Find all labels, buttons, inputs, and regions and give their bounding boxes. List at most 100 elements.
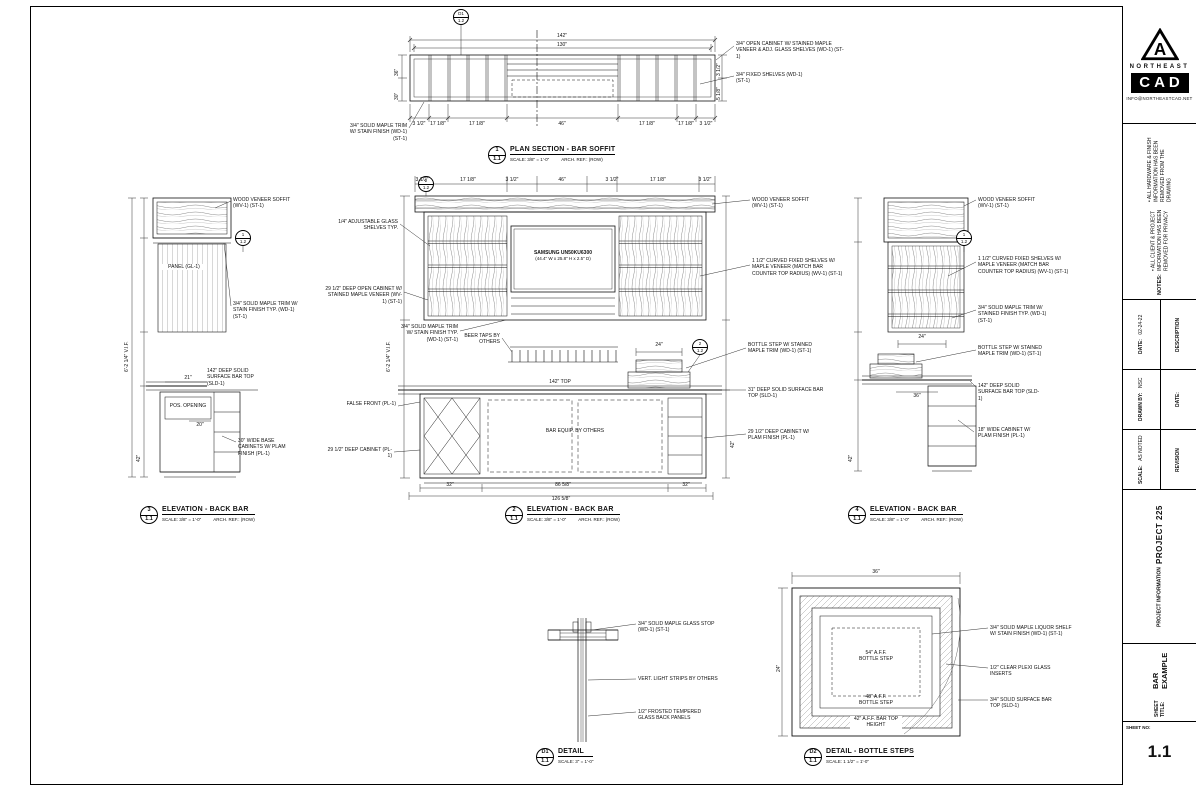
ce-dim-left-total: 6'-2 1/4" V.I.F. xyxy=(386,341,392,372)
ce-top-label: 142" TOP xyxy=(549,379,571,385)
le-ann-panel: PANEL (GL-1) xyxy=(162,264,206,271)
plan-dim-bottom-3: 17 1/8" xyxy=(469,121,485,127)
glass-detail-title-text: DETAIL xyxy=(558,748,594,757)
ce-ann-beer-taps: BEER TAPS BY OTHERS xyxy=(464,333,500,346)
bottle-steps-title-text: DETAIL - BOTTLE STEPS xyxy=(826,748,914,757)
bottle-steps-detail-linework xyxy=(778,572,989,737)
right-elevation-linework xyxy=(854,197,977,472)
right-elev-arch-ref: ARCH. REF.: (ROW) xyxy=(921,516,963,522)
dg-ann-light-strips: VERT. LIGHT STRIPS BY OTHERS xyxy=(638,676,718,682)
brand-wordmark: CAD xyxy=(1130,73,1189,93)
re-ann-soffit: WOOD VENEER SOFFIT (WV-1) (ST-1) xyxy=(978,197,1036,210)
plan-dim-bottom-1: 3 1/2" xyxy=(412,121,426,127)
ce-dim-top-4: 46" xyxy=(558,177,566,183)
ce-dim-bottom-126: 126 5/8" xyxy=(551,496,571,502)
ce-dim-bottom-32r: 32" xyxy=(682,482,690,488)
ce-dim-42: 42" xyxy=(730,440,736,448)
plan-dim-bottom-2: 17 1/8" xyxy=(430,121,446,127)
re-dim-24: 24" xyxy=(918,334,926,340)
sheet-no-value: 1.1 xyxy=(1147,742,1172,761)
left-elev-title-text: ELEVATION - BACK BAR xyxy=(162,506,255,515)
re-ann-maple-trim: 3/4" SOLID MAPLE TRIM W/ STAINED FINISH … xyxy=(978,305,1047,324)
tb-revision-cell: REVISION xyxy=(1159,430,1197,490)
ce-ann-open-cabinet: 29 1/2" DEEP OPEN CABINET W/ STAINED MAP… xyxy=(325,286,402,305)
dg-ann-frosted-glass: 1/2" FROSTED TEMPERED GLASS BACK PANELS xyxy=(638,709,702,722)
ce-ann-curved-shelves: 1 1/2" CURVED FIXED SHELVES W/ MAPLE VEN… xyxy=(752,258,843,277)
ds-label-42-aff: 42" A.F.F. BAR TOP HEIGHT xyxy=(850,716,902,729)
le-ann-soffit: WOOD VENEER SOFFIT (WV-1) (ST-1) xyxy=(233,197,291,210)
le-dim-total: 6'-2 1/4" V.I.F. xyxy=(124,341,130,372)
titleblock-notes: NOTES: • ALL CLIENT & PROJECT INFORMATIO… xyxy=(1123,124,1196,300)
note-privacy: • ALL CLIENT & PROJECT INFORMATION HAS B… xyxy=(1149,209,1169,272)
sheet-no-label: SHEET NO: xyxy=(1126,725,1151,730)
titleblock-logo: A NORTHEAST CAD INFO@NORTHEASTCAD.NET xyxy=(1123,6,1196,124)
plan-view-linework xyxy=(398,25,735,129)
le-dim-20: 20" xyxy=(196,422,204,428)
ce-dim-top-7: 3 1/2" xyxy=(698,177,712,183)
ds-ann-bar-top: 3/4" SOLID SURFACE BAR TOP (SLD-1) xyxy=(990,697,1052,710)
plan-dim-130: 130" xyxy=(556,42,568,48)
titleblock-project: PROJECT INFORMATION PROJECT 225 xyxy=(1123,490,1196,644)
sheet-title-label: SHEET TITLE: xyxy=(1153,700,1166,717)
plan-ann-open-cabinet: 3/4" OPEN CABINET W/ STAINED MAPLE VENEE… xyxy=(736,41,844,60)
plan-ann-maple-trim: 3/4" SOLID MAPLE TRIM W/ STAIN FINISH (W… xyxy=(349,123,407,142)
tb-date-cell: DATE: 02-24-22 xyxy=(1123,300,1160,370)
left-elev-arch-ref: ARCH. REF.: (ROW) xyxy=(213,516,255,522)
ce-ann-maple-trim: 3/4" SOLID MAPLE TRIM W/ STAIN FINISH TY… xyxy=(401,324,458,343)
brand-name: NORTHEAST xyxy=(1129,64,1190,70)
tb-drawn-by-cell: DRAWN BY: NSC xyxy=(1123,370,1160,430)
ds-label-54-aff: 54" A.F.F. BOTTLE STEP xyxy=(859,650,893,663)
center-elev-arch-ref: ARCH. REF.: (ROW) xyxy=(578,516,620,522)
ce-ann-glass-shelves: 1/4" ADJUSTABLE GLASS SHELVES TYP. xyxy=(338,219,398,232)
project-name: PROJECT 225 xyxy=(1155,505,1164,565)
project-info-label: PROJECT INFORMATION xyxy=(1156,567,1163,628)
svg-text:A: A xyxy=(1153,40,1165,59)
titleblock-sheet-title: SHEET TITLE: BAR EXAMPLE xyxy=(1123,644,1196,722)
plan-dim-36: 36" xyxy=(394,68,400,76)
northeast-cad-logo-icon: A xyxy=(1140,28,1179,61)
le-ann-bar-top: 142" DEEP SOLID SURFACE BAR TOP (SLD-1) xyxy=(207,368,265,387)
ce-dim-top-5: 3 1/2" xyxy=(605,177,619,183)
ce-dim-top-3: 3 1/2" xyxy=(505,177,519,183)
tb-rev-date-cell: DATE: xyxy=(1159,370,1196,430)
le-dim-42: 42" xyxy=(136,454,142,462)
plan-dim-bottom-7: 3 1/2" xyxy=(699,121,713,127)
glass-detail-linework xyxy=(547,618,637,742)
plan-scale: SCALE: 3/8" = 1'-0" xyxy=(510,156,550,162)
tb-description-cell: DESCRIPTION xyxy=(1159,300,1196,370)
ce-dim-24: 24" xyxy=(655,342,663,348)
re-ann-curved-shelves: 1 1/2" CURVED FIXED SHELVES W/ MAPLE VEN… xyxy=(978,256,1069,275)
plan-dim-30: 30" xyxy=(394,92,400,100)
ds-label-48-aff: 48" A.F.F. BOTTLE STEP xyxy=(859,694,893,707)
re-ann-bottle-step: BOTTLE STEP W/ STAINED MAPLE TRIM (WD-1)… xyxy=(978,345,1042,358)
re-dim-42: 42" xyxy=(848,454,854,462)
left-elevation-linework xyxy=(128,197,258,478)
ce-ann-deep-cabinet-right: 29 1/2" DEEP CABINET W/ PLAM FINISH (PL-… xyxy=(748,429,810,442)
plan-dim-bottom-5: 17 1/8" xyxy=(639,121,655,127)
center-elevation-linework xyxy=(393,176,751,500)
re-dim-36: 36" xyxy=(913,393,921,399)
ds-ann-liquor-shelf: 3/4" SOLID MAPLE LIQUOR SHELF W/ STAIN F… xyxy=(990,625,1072,638)
ds-ann-plexi: 1/2" CLEAR PLEXI GLASS INSERTS xyxy=(990,665,1051,678)
left-elev-scale: SCALE: 3/8" = 1'-0" xyxy=(162,516,202,522)
re-ann-cabinet: 18" WIDE CABINET W/ PLAM FINISH (PL-1) xyxy=(978,427,1031,440)
sheet-title-value: BAR EXAMPLE xyxy=(1150,652,1169,689)
le-dim-21: 21" xyxy=(184,375,192,381)
ce-ann-false-front: FALSE FRONT (PL-1) xyxy=(346,401,396,407)
ce-tv-model: SAMSUNG UN50KU6300 xyxy=(533,250,593,256)
ce-equip-label: BAR EQUIP. BY OTHERS xyxy=(545,428,605,434)
plan-dim-bottom-6: 17 1/8" xyxy=(678,121,694,127)
